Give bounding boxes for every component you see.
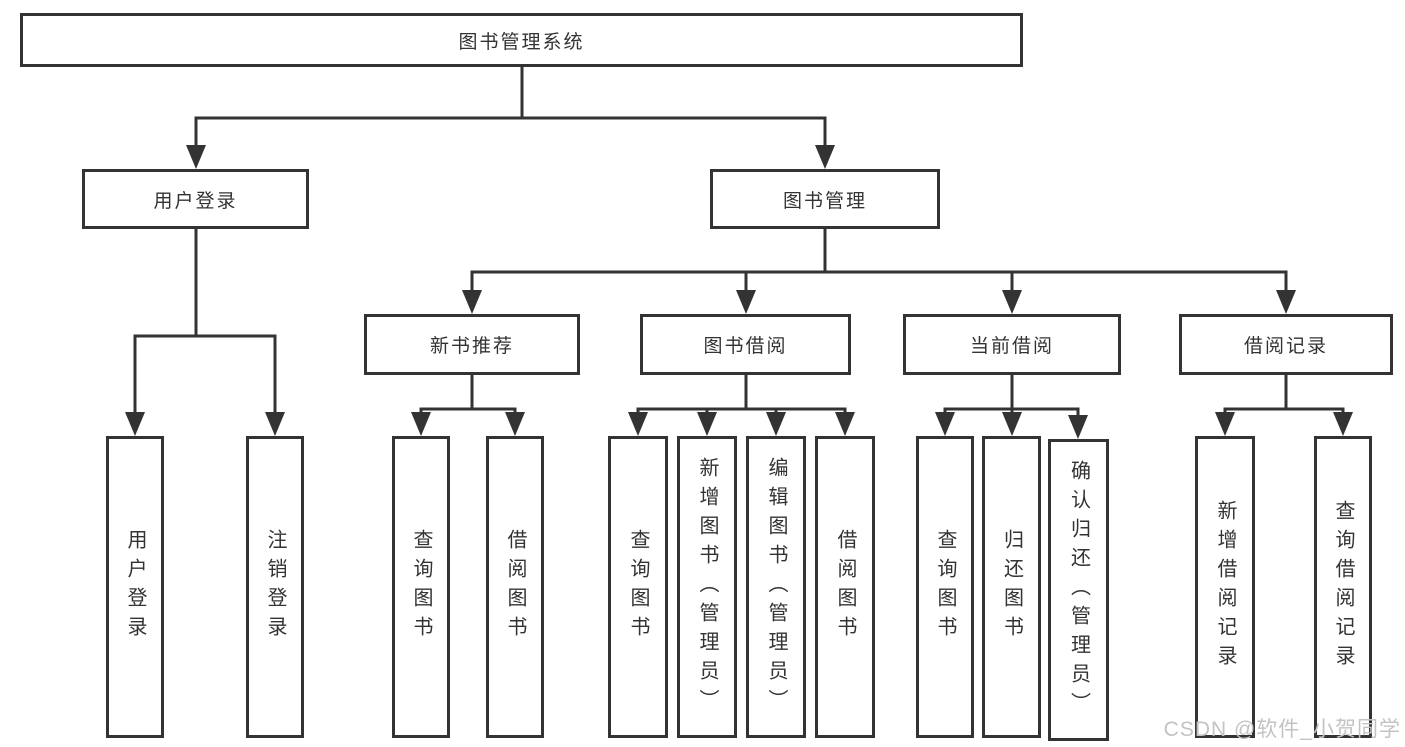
arrow-head-icon: [628, 412, 648, 436]
arrow-head-icon: [1215, 412, 1235, 436]
node-label: 注销登录: [264, 529, 286, 645]
leaf-logout: 注销登录: [246, 436, 304, 738]
node-borrowing-records: 借阅记录: [1179, 314, 1393, 375]
arrow-head-icon: [505, 412, 525, 436]
node-label: 新增借阅记录: [1214, 500, 1236, 674]
arrow-head-icon: [766, 412, 786, 436]
arrow-head-icon: [462, 290, 482, 314]
node-user-login: 用户登录: [82, 169, 309, 229]
leaf-confirm-return-admin: 确认归还（管理员）: [1048, 439, 1109, 741]
arrow-head-icon: [1002, 412, 1022, 436]
arrow-head-icon: [1002, 290, 1022, 314]
arrow-head-icon: [1276, 290, 1296, 314]
node-label: 查询图书: [934, 529, 956, 645]
node-label: 图书借阅: [703, 336, 788, 357]
watermark: CSDN @软件_小贺同学: [1163, 718, 1401, 741]
node-label: 当前借阅: [969, 336, 1054, 357]
arrow-head-icon: [697, 412, 717, 436]
leaf-borrow-books-recommend: 借阅图书: [486, 436, 544, 738]
leaf-query-books-borrow: 查询图书: [608, 436, 668, 738]
arrow-head-icon: [186, 145, 206, 169]
arrow-head-icon: [736, 290, 756, 314]
arrow-head-icon: [1068, 415, 1088, 439]
node-label: 借阅图书: [834, 529, 856, 645]
node-library-management-system: 图书管理系统: [20, 13, 1023, 67]
node-label: 借阅记录: [1243, 336, 1328, 357]
node-label: 图书管理: [782, 190, 867, 212]
node-label: 归还图书: [1000, 529, 1023, 645]
arrow-head-icon: [815, 145, 835, 169]
node-label: 用户登录: [153, 190, 238, 212]
arrow-head-icon: [1333, 412, 1353, 436]
arrow-head-icon: [935, 412, 955, 436]
leaf-edit-books-admin: 编辑图书（管理员）: [746, 436, 806, 738]
node-label: 查询图书: [410, 529, 432, 645]
node-current-borrowing: 当前借阅: [903, 314, 1121, 375]
arrow-head-icon: [265, 412, 285, 436]
leaf-query-books-current: 查询图书: [916, 436, 974, 738]
leaf-query-books-recommend: 查询图书: [392, 436, 450, 738]
node-label: 编辑图书（管理员）: [765, 456, 787, 718]
leaf-borrow-books: 借阅图书: [815, 436, 875, 738]
node-new-book-recommendation: 新书推荐: [364, 314, 580, 375]
node-book-management: 图书管理: [710, 169, 940, 229]
node-label: 图书管理系统: [458, 31, 585, 53]
node-label: 借阅图书: [504, 529, 526, 645]
node-label: 新增图书（管理员）: [696, 456, 718, 718]
arrow-head-icon: [835, 412, 855, 436]
node-label: 查询借阅记录: [1332, 500, 1354, 674]
leaf-user-login: 用户登录: [106, 436, 164, 738]
leaf-query-borrow-record: 查询借阅记录: [1314, 436, 1372, 738]
node-book-borrowing: 图书借阅: [640, 314, 851, 375]
arrow-head-icon: [125, 412, 145, 436]
node-label: 确认归还（管理员）: [1067, 459, 1090, 721]
node-label: 用户登录: [124, 529, 146, 645]
node-label: 新书推荐: [429, 336, 514, 357]
node-label: 查询图书: [627, 529, 649, 645]
arrow-head-icon: [411, 412, 431, 436]
leaf-add-books-admin: 新增图书（管理员）: [677, 436, 737, 738]
leaf-add-borrow-record: 新增借阅记录: [1195, 436, 1255, 738]
leaf-return-books: 归还图书: [982, 436, 1041, 738]
